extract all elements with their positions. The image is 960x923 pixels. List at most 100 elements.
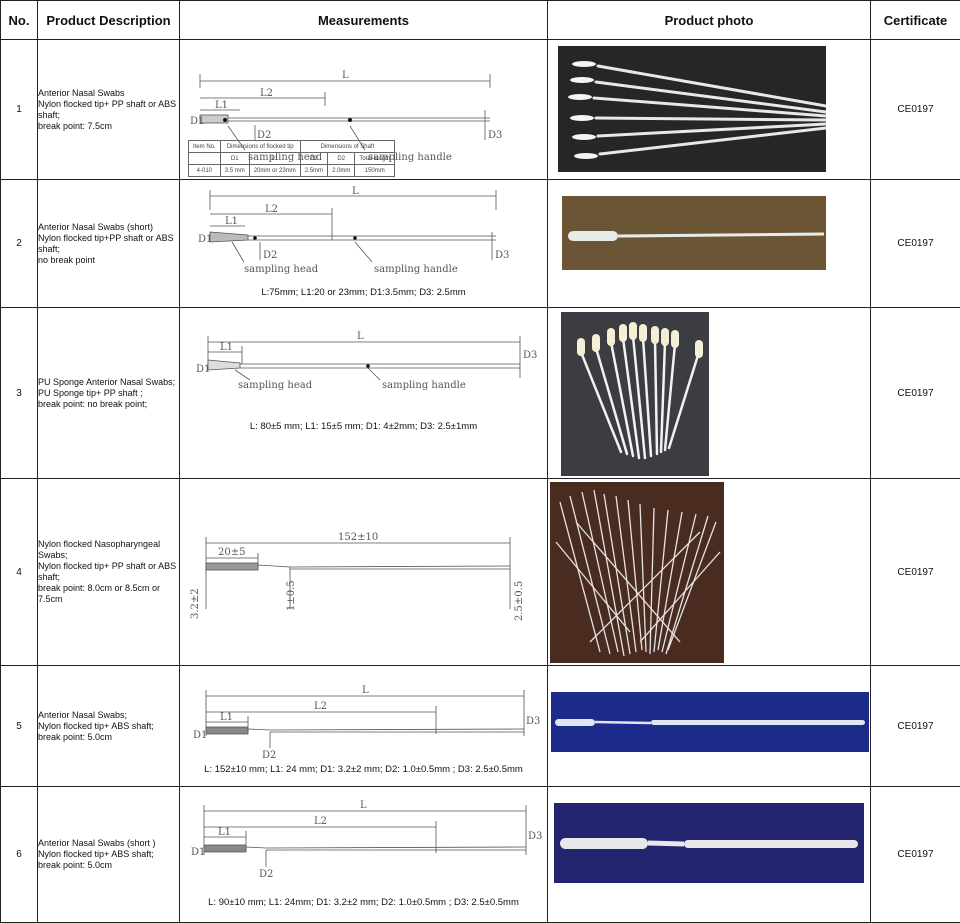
label-d1: 3.2±2 <box>190 588 201 619</box>
certificate-code: CE0197 <box>871 180 960 308</box>
product-photo <box>548 180 871 308</box>
label-D3: D3 <box>488 130 502 141</box>
table-row: 5 Anterior Nasal Swabs; Nylon flocked ti… <box>1 666 960 787</box>
header-photo: Product photo <box>548 1 871 40</box>
label-D1: D1 <box>198 234 212 245</box>
label-D1: D1 <box>196 364 210 375</box>
label-d2: 1±0.5 <box>286 580 297 611</box>
label-L2: L2 <box>265 204 278 215</box>
table-row: 4 Nylon flocked Nasopharyngeal Swabs; Ny… <box>1 479 960 666</box>
dimension-note: L: 90±10 mm; L1: 24mm; D1: 3.2±2 mm; D2:… <box>180 897 547 908</box>
dim-cell: 4-010 <box>189 165 221 177</box>
label-D1: D1 <box>193 730 207 741</box>
measurement-diagram: L L2 L1 D1 D2 D3 L: 90±10 mm; L1: 24mm; … <box>180 787 548 923</box>
header-certificate: Certificate <box>871 1 960 40</box>
product-description: Nylon flocked Nasopharyngeal Swabs; Nylo… <box>38 479 180 666</box>
label-L: L <box>360 800 367 811</box>
label-L: L <box>357 331 364 342</box>
row-number: 4 <box>1 479 38 666</box>
label-L: L <box>362 685 369 696</box>
label-sampling-handle: sampling handle <box>374 264 458 275</box>
label-D1: D1 <box>191 847 205 858</box>
product-photo <box>548 479 871 666</box>
dim-subheader: L1 <box>249 153 300 165</box>
swab-diagram: L L1 D1 D3 sampling head sampling handle <box>180 308 546 478</box>
table-row: 3 PU Sponge Anterior Nasal Swabs; PU Spo… <box>1 308 960 479</box>
row-number: 6 <box>1 787 38 923</box>
label-tip-length: 20±5 <box>218 547 245 558</box>
product-description: Anterior Nasal Swabs Nylon flocked tip+ … <box>38 40 180 180</box>
swab-photo <box>554 803 864 883</box>
table-row: 6 Anterior Nasal Swabs (short ) Nylon fl… <box>1 787 960 923</box>
label-L1: L1 <box>220 712 233 723</box>
label-L2: L2 <box>260 88 273 99</box>
measurement-diagram: L L2 L1 D1 D2 D3 sampling head sampling … <box>180 40 548 180</box>
row-number: 1 <box>1 40 38 180</box>
dimension-note: L:75mm; L1:20 or 23mm; D1:3.5mm; D3: 2.5… <box>180 287 547 298</box>
dim-subheader: D1 <box>220 153 249 165</box>
dimension-note: L: 80±5 mm; L1: 15±5 mm; D1: 4±2mm; D3: … <box>180 421 547 432</box>
label-D3: D3 <box>495 250 509 261</box>
dim-subheader: D2 <box>328 153 355 165</box>
measurement-diagram: L L2 L1 D1 D2 D3 L: 152±10 mm; L1: 24 mm… <box>180 666 548 787</box>
dimension-table: Item No. Dimensions of flocked tip Dimen… <box>188 140 395 177</box>
header-row: No. Product Description Measurements Pro… <box>1 1 960 40</box>
swab-diagram: 152±10 20±5 3.2±2 1±0.5 2.5±0.5 <box>180 479 546 665</box>
certificate-code: CE0197 <box>871 40 960 180</box>
swab-photo <box>558 46 826 172</box>
certificate-code: CE0197 <box>871 308 960 479</box>
label-L1: L1 <box>215 100 228 111</box>
product-description: Anterior Nasal Swabs (short ) Nylon floc… <box>38 787 180 923</box>
dim-header: Dimensions of Shaft <box>300 141 394 153</box>
measurement-diagram: L L1 D1 D3 sampling head sampling handle… <box>180 308 548 479</box>
label-D2: D2 <box>259 869 273 880</box>
label-D3: D3 <box>523 350 537 361</box>
label-L: L <box>352 186 359 197</box>
label-D2: D2 <box>262 750 276 761</box>
label-D3: D3 <box>528 831 542 842</box>
label-total-length: 152±10 <box>338 532 378 543</box>
table-row: 1 Anterior Nasal Swabs Nylon flocked tip… <box>1 40 960 180</box>
label-D2: D2 <box>263 250 277 261</box>
product-photo <box>548 40 871 180</box>
measurement-diagram: 152±10 20±5 3.2±2 1±0.5 2.5±0.5 <box>180 479 548 666</box>
dim-cell: 2.0mm <box>328 165 355 177</box>
dim-cell: 3.5 mm <box>220 165 249 177</box>
swab-photo <box>561 312 709 476</box>
dim-subheader: D3 <box>300 153 327 165</box>
product-photo <box>548 666 871 787</box>
product-description: Anterior Nasal Swabs (short) Nylon flock… <box>38 180 180 308</box>
certificate-code: CE0197 <box>871 479 960 666</box>
dim-cell: 2.5mm <box>300 165 327 177</box>
swab-photo <box>562 196 826 270</box>
dim-subheader: Total length <box>355 153 395 165</box>
table-row: 2 Anterior Nasal Swabs (short) Nylon flo… <box>1 180 960 308</box>
swab-photo <box>551 692 869 752</box>
product-photo <box>548 787 871 923</box>
label-L2: L2 <box>314 701 327 712</box>
measurement-diagram: L L2 L1 D1 D2 D3 sampling head sampling … <box>180 180 548 308</box>
label-D3: D3 <box>526 716 540 727</box>
certificate-code: CE0197 <box>871 787 960 923</box>
label-L1: L1 <box>225 216 238 227</box>
label-L2: L2 <box>314 816 327 827</box>
row-number: 5 <box>1 666 38 787</box>
dimension-note: L: 152±10 mm; L1: 24 mm; D1: 3.2±2 mm; D… <box>180 764 547 775</box>
dim-header: Dimensions of flocked tip <box>220 141 300 153</box>
label-sampling-head: sampling head <box>238 380 313 391</box>
label-L: L <box>342 70 349 81</box>
header-measurements: Measurements <box>180 1 548 40</box>
certificate-code: CE0197 <box>871 666 960 787</box>
row-number: 2 <box>1 180 38 308</box>
product-description: PU Sponge Anterior Nasal Swabs; PU Spong… <box>38 308 180 479</box>
header-description: Product Description <box>38 1 180 40</box>
dim-header: Item No. <box>189 141 221 153</box>
label-L1: L1 <box>220 342 233 353</box>
header-no: No. <box>1 1 38 40</box>
label-sampling-head: sampling head <box>244 264 319 275</box>
row-number: 3 <box>1 308 38 479</box>
product-photo <box>548 308 871 479</box>
label-sampling-handle: sampling handle <box>382 380 466 391</box>
label-D1: D1 <box>190 116 204 127</box>
